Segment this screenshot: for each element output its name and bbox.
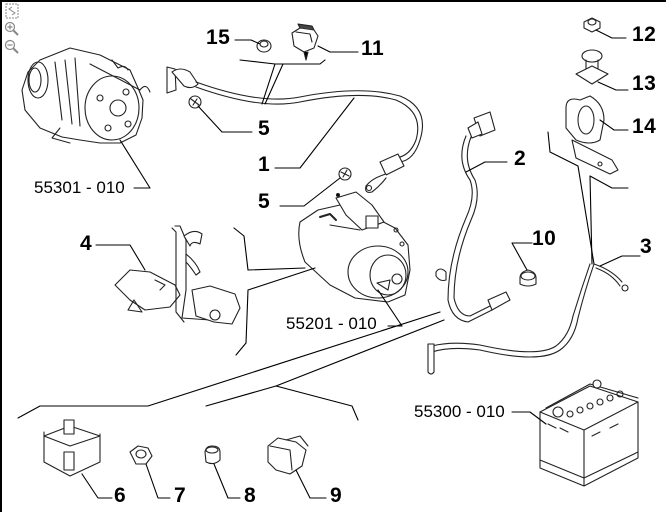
callout-8[interactable]: 8 — [244, 484, 257, 507]
callout-5b[interactable]: 5 — [258, 190, 271, 213]
leader-13 — [597, 81, 629, 91]
bracket-14-group — [547, 131, 595, 265]
part-number-alternator[interactable]: 55301 - 010 — [34, 178, 125, 197]
battery-illustration[interactable] — [539, 379, 639, 487]
nut-15-illustration[interactable] — [256, 39, 272, 53]
leader-2 — [465, 161, 508, 173]
bracket-4-group — [233, 227, 306, 271]
clamp-14-illustration[interactable] — [565, 95, 619, 175]
leader-alternator — [119, 139, 151, 189]
callout-10[interactable]: 10 — [532, 227, 557, 250]
cable-3-illustration[interactable] — [427, 263, 629, 375]
leader-11 — [317, 45, 359, 53]
leader-group-to-cable — [261, 63, 276, 105]
callout-11[interactable]: 11 — [361, 37, 385, 60]
leader-10 — [511, 242, 533, 271]
cable-1-illustration[interactable] — [166, 66, 424, 193]
nut-5a-illustration[interactable] — [188, 95, 202, 109]
leader-5b — [279, 177, 341, 207]
bracket-14-group-2 — [589, 175, 629, 265]
cable-2-illustration[interactable] — [435, 111, 511, 323]
callout-13[interactable]: 13 — [632, 72, 657, 95]
alternator-illustration[interactable] — [21, 47, 151, 144]
starter-motor-illustration[interactable] — [298, 191, 411, 303]
callout-9[interactable]: 9 — [330, 484, 343, 507]
callout-2[interactable]: 2 — [514, 147, 527, 170]
leader-6 — [81, 473, 113, 499]
callout-12[interactable]: 12 — [632, 23, 657, 46]
callout-5a[interactable]: 5 — [258, 117, 271, 140]
leader-3 — [599, 255, 641, 267]
bracket-4-group-2 — [235, 267, 316, 356]
leader-starter — [377, 289, 403, 327]
leader-5a — [197, 105, 253, 133]
viewer-toolbar — [4, 3, 20, 55]
leader-4 — [95, 244, 146, 271]
callout-4[interactable]: 4 — [80, 232, 93, 255]
leader-15 — [234, 39, 261, 45]
bracket-lower-group — [17, 311, 441, 419]
leader-12 — [595, 29, 627, 39]
leader-battery — [511, 411, 547, 425]
clip-11-illustration[interactable] — [291, 23, 319, 61]
leader-group-to-cable-2 — [264, 63, 284, 105]
nut-8-illustration[interactable] — [204, 445, 221, 465]
zoom-in-icon[interactable] — [4, 21, 20, 37]
zoom-out-icon[interactable] — [4, 39, 20, 55]
leader-9 — [295, 469, 327, 499]
bracket-lower-group-2 — [205, 385, 359, 421]
leader-14 — [599, 119, 629, 131]
sensor-4-illustration[interactable] — [114, 225, 241, 325]
nut-10-illustration[interactable] — [519, 269, 537, 287]
part-number-battery[interactable]: 55300 - 010 — [414, 402, 505, 421]
callout-14[interactable]: 14 — [632, 115, 657, 138]
nut-5b-illustration[interactable] — [338, 167, 352, 181]
callout-3[interactable]: 3 — [640, 235, 653, 258]
leader-7 — [145, 463, 171, 499]
fit-page-icon[interactable] — [4, 3, 20, 19]
group-bracket-top — [239, 59, 326, 65]
nut-12-illustration[interactable] — [583, 17, 601, 33]
bracket-lower-link — [275, 319, 445, 387]
nut-7-illustration[interactable] — [129, 445, 153, 465]
callout-1[interactable]: 1 — [258, 153, 271, 176]
leader-1 — [274, 97, 355, 169]
callout-7[interactable]: 7 — [174, 484, 187, 507]
part-number-starter[interactable]: 55201 - 010 — [286, 314, 377, 333]
cap-6-illustration[interactable] — [43, 419, 101, 477]
stud-13-illustration[interactable] — [575, 49, 609, 85]
leader-8 — [213, 463, 241, 499]
callout-15[interactable]: 15 — [206, 26, 231, 49]
connector-9-illustration[interactable] — [267, 435, 309, 475]
callout-6[interactable]: 6 — [114, 484, 127, 507]
